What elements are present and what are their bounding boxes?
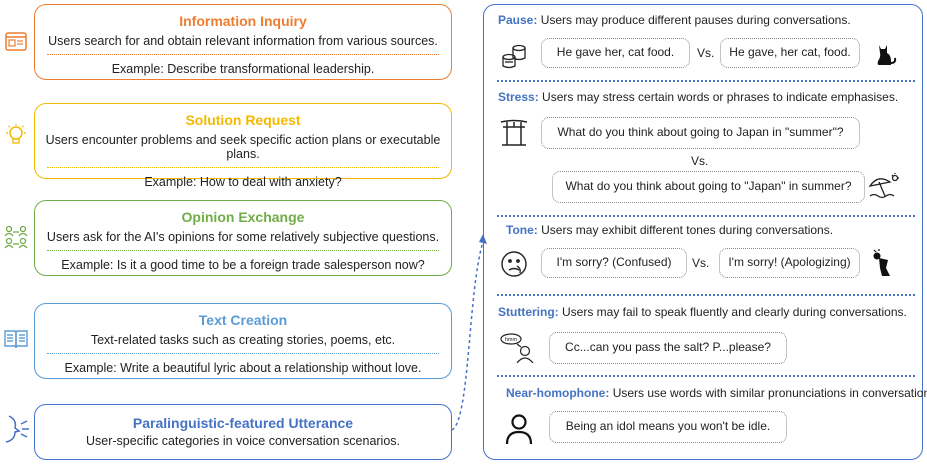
pause-label: Pause: (498, 13, 538, 27)
cat-icon (877, 45, 897, 65)
homophone-bubble: Being an idol means you won't be idle. (549, 411, 787, 443)
card-example: Example: Write a beautiful lyric about a… (64, 361, 422, 375)
card-information-inquiry: Information Inquiry Users search for and… (34, 4, 452, 80)
card-desc: Text-related tasks such as creating stor… (90, 333, 396, 347)
stress-text: Users may stress certain words or phrase… (542, 90, 899, 104)
homophone-text: Users use words with similar pronunciati… (612, 386, 927, 400)
card-divider (47, 167, 439, 168)
divider (497, 80, 915, 82)
card-divider (47, 250, 439, 251)
people-exchange-icon (4, 225, 28, 249)
divider (497, 215, 915, 217)
open-book-icon (4, 330, 28, 349)
card-example: Example: Is it a good time to be a forei… (61, 258, 425, 272)
lightbulb-icon (6, 124, 26, 144)
card-opinion-exchange: Opinion Exchange Users ask for the AI's … (34, 200, 452, 276)
bowing-person-icon (873, 249, 890, 276)
tone-bubble-1: I'm sorry? (Confused) (541, 248, 687, 278)
card-example: Example: How to deal with anxiety? (144, 175, 342, 189)
stress-heading: Stress: Users may stress certain words o… (498, 90, 898, 104)
card-desc: Users ask for the AI's opinions for some… (46, 230, 440, 244)
card-title: Solution Request (185, 112, 301, 128)
stress-bubble-2: What do you think about going to "Japan"… (552, 171, 865, 203)
card-desc: User-specific categories in voice conver… (85, 434, 401, 448)
stuttering-heading: Stuttering: Users may fail to speak flue… (498, 305, 907, 319)
card-title: Information Inquiry (179, 13, 307, 29)
speaking-head-icon (5, 415, 29, 443)
card-desc: Users search for and obtain relevant inf… (48, 34, 438, 48)
divider (497, 375, 915, 377)
stuttering-text: Users may fail to speak fluently and cle… (562, 305, 907, 319)
speech-icon-text: hmm (505, 337, 518, 343)
card-divider (47, 353, 439, 354)
card-divider (47, 54, 439, 55)
pause-bubble-1: He gave her, cat food. (541, 38, 690, 68)
tone-vs: Vs. (692, 256, 710, 270)
tone-heading: Tone: Users may exhibit different tones … (506, 223, 833, 237)
card-desc: Users encounter problems and seek specif… (45, 133, 441, 161)
pause-vs: Vs. (697, 46, 715, 60)
tone-text: Users may exhibit different tones during… (541, 223, 834, 237)
card-solution-request: Solution Request Users encounter problem… (34, 103, 452, 189)
paralinguistic-panel (483, 4, 923, 460)
tone-label: Tone: (506, 223, 538, 237)
divider (497, 294, 915, 296)
card-title: Paralinguistic-featured Utterance (132, 415, 354, 431)
torii-gate-icon (500, 119, 528, 146)
card-title: Opinion Exchange (181, 209, 305, 225)
user-icon (505, 414, 533, 445)
card-title: Text Creation (198, 312, 288, 328)
stress-label: Stress: (498, 90, 539, 104)
card-example: Example: Describe transformational leade… (111, 62, 375, 76)
stress-bubble-1: What do you think about going to Japan i… (541, 117, 860, 149)
stuttering-label: Stuttering: (498, 305, 559, 319)
beach-umbrella-icon (868, 173, 899, 199)
pause-bubble-2: He gave, her cat, food. (720, 38, 860, 68)
card-text-creation: Text Creation Text-related tasks such as… (34, 303, 452, 379)
pause-heading: Pause: Users may produce different pause… (498, 13, 851, 27)
tone-bubble-2: I'm sorry! (Apologizing) (719, 248, 860, 278)
stuttering-bubble: Cc...can you pass the salt? P...please? (549, 332, 787, 364)
thinking-person-icon: hmm (500, 333, 534, 363)
homophone-label: Near-homophone: (506, 386, 610, 400)
stress-vs: Vs. (691, 154, 709, 168)
confused-face-icon (501, 251, 527, 277)
pause-text: Users may produce different pauses durin… (540, 13, 851, 27)
homophone-heading: Near-homophone: Users use words with sim… (506, 386, 927, 400)
card-paralinguistic-utterance: Paralinguistic-featured Utterance User-s… (34, 404, 452, 460)
web-document-icon (5, 32, 27, 51)
cans-icon (502, 44, 526, 69)
